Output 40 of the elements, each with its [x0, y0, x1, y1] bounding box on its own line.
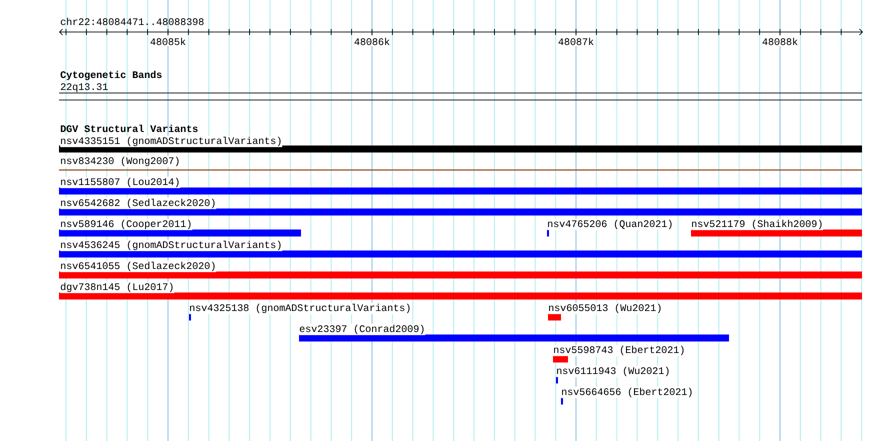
variant-feature: nsv521179 (Shaikh2009): [691, 218, 862, 236]
band-label: 22q13.31: [60, 83, 108, 92]
node-label: nsv1155807 (Lou2014): [61, 178, 179, 188]
node-label: nsv521179 (Shaikh2009): [692, 220, 822, 230]
node-label: nsv6541055 (Sedlazeck2020): [61, 262, 215, 272]
track-heading: Cytogenetic Bands: [60, 70, 162, 80]
node-label: nsv4335151 (gnomADStructuralVariants): [61, 136, 281, 146]
variant-feature: dgv738n145 (Lu2017): [59, 282, 862, 300]
tick-label: 48088k: [762, 36, 798, 46]
node-label: nsv6111943 (Wu2021): [557, 366, 669, 376]
variant-feature: nsv6055013 (Wu2021): [548, 302, 662, 320]
variant-feature: nsv4335151 (gnomADStructuralVariants): [59, 136, 862, 152]
node-label: nsv6542682 (Sedlazeck2020): [61, 198, 215, 208]
node-label: nsv5598743 (Ebert2021): [554, 346, 684, 356]
variant-feature: nsv4765206 (Quan2021): [547, 218, 674, 236]
node-label: nsv834230 (Wong2007): [61, 156, 179, 166]
variant-feature: nsv6111943 (Wu2021): [556, 366, 670, 384]
node-label: nsv4325138 (gnomADStructuralVariants): [190, 304, 410, 314]
node-label: dgv738n145 (Lu2017): [60, 282, 173, 292]
node-label: esv23397 (Conrad2009): [300, 324, 424, 334]
tick-label: 48087k: [558, 36, 594, 46]
node-label: nsv4765206 (Quan2021): [548, 220, 672, 230]
node-label: nsv5664656 (Ebert2021): [562, 388, 692, 398]
variant-feature: nsv834230 (Wong2007): [59, 156, 862, 171]
variant-feature: nsv5664656 (Ebert2021): [561, 386, 694, 404]
variant-feature: nsv4325138 (gnomADStructuralVariants): [189, 302, 412, 320]
node-label: nsv589146 (Cooper2011): [61, 220, 191, 230]
node-label: nsv4536245 (gnomADStructuralVariants): [61, 240, 281, 250]
variant-feature: nsv1155807 (Lou2014): [59, 176, 862, 194]
variant-feature: nsv6541055 (Sedlazeck2020): [59, 260, 862, 278]
variant-feature: nsv589146 (Cooper2011): [59, 218, 301, 236]
variant-feature: nsv6542682 (Sedlazeck2020): [59, 198, 862, 216]
variant-feature: esv23397 (Conrad2009): [299, 324, 730, 342]
track-heading: DGV Structural Variants: [60, 124, 198, 132]
variant-feature: nsv5598743 (Ebert2021): [553, 344, 686, 362]
tick-label: 48086k: [354, 36, 390, 46]
tick-label: 48085k: [150, 36, 186, 46]
coordinate-range: chr22:48084471..48088398: [60, 18, 204, 26]
variant-feature: nsv4536245 (gnomADStructuralVariants): [59, 240, 862, 258]
node-label: nsv6055013 (Wu2021): [549, 304, 661, 314]
